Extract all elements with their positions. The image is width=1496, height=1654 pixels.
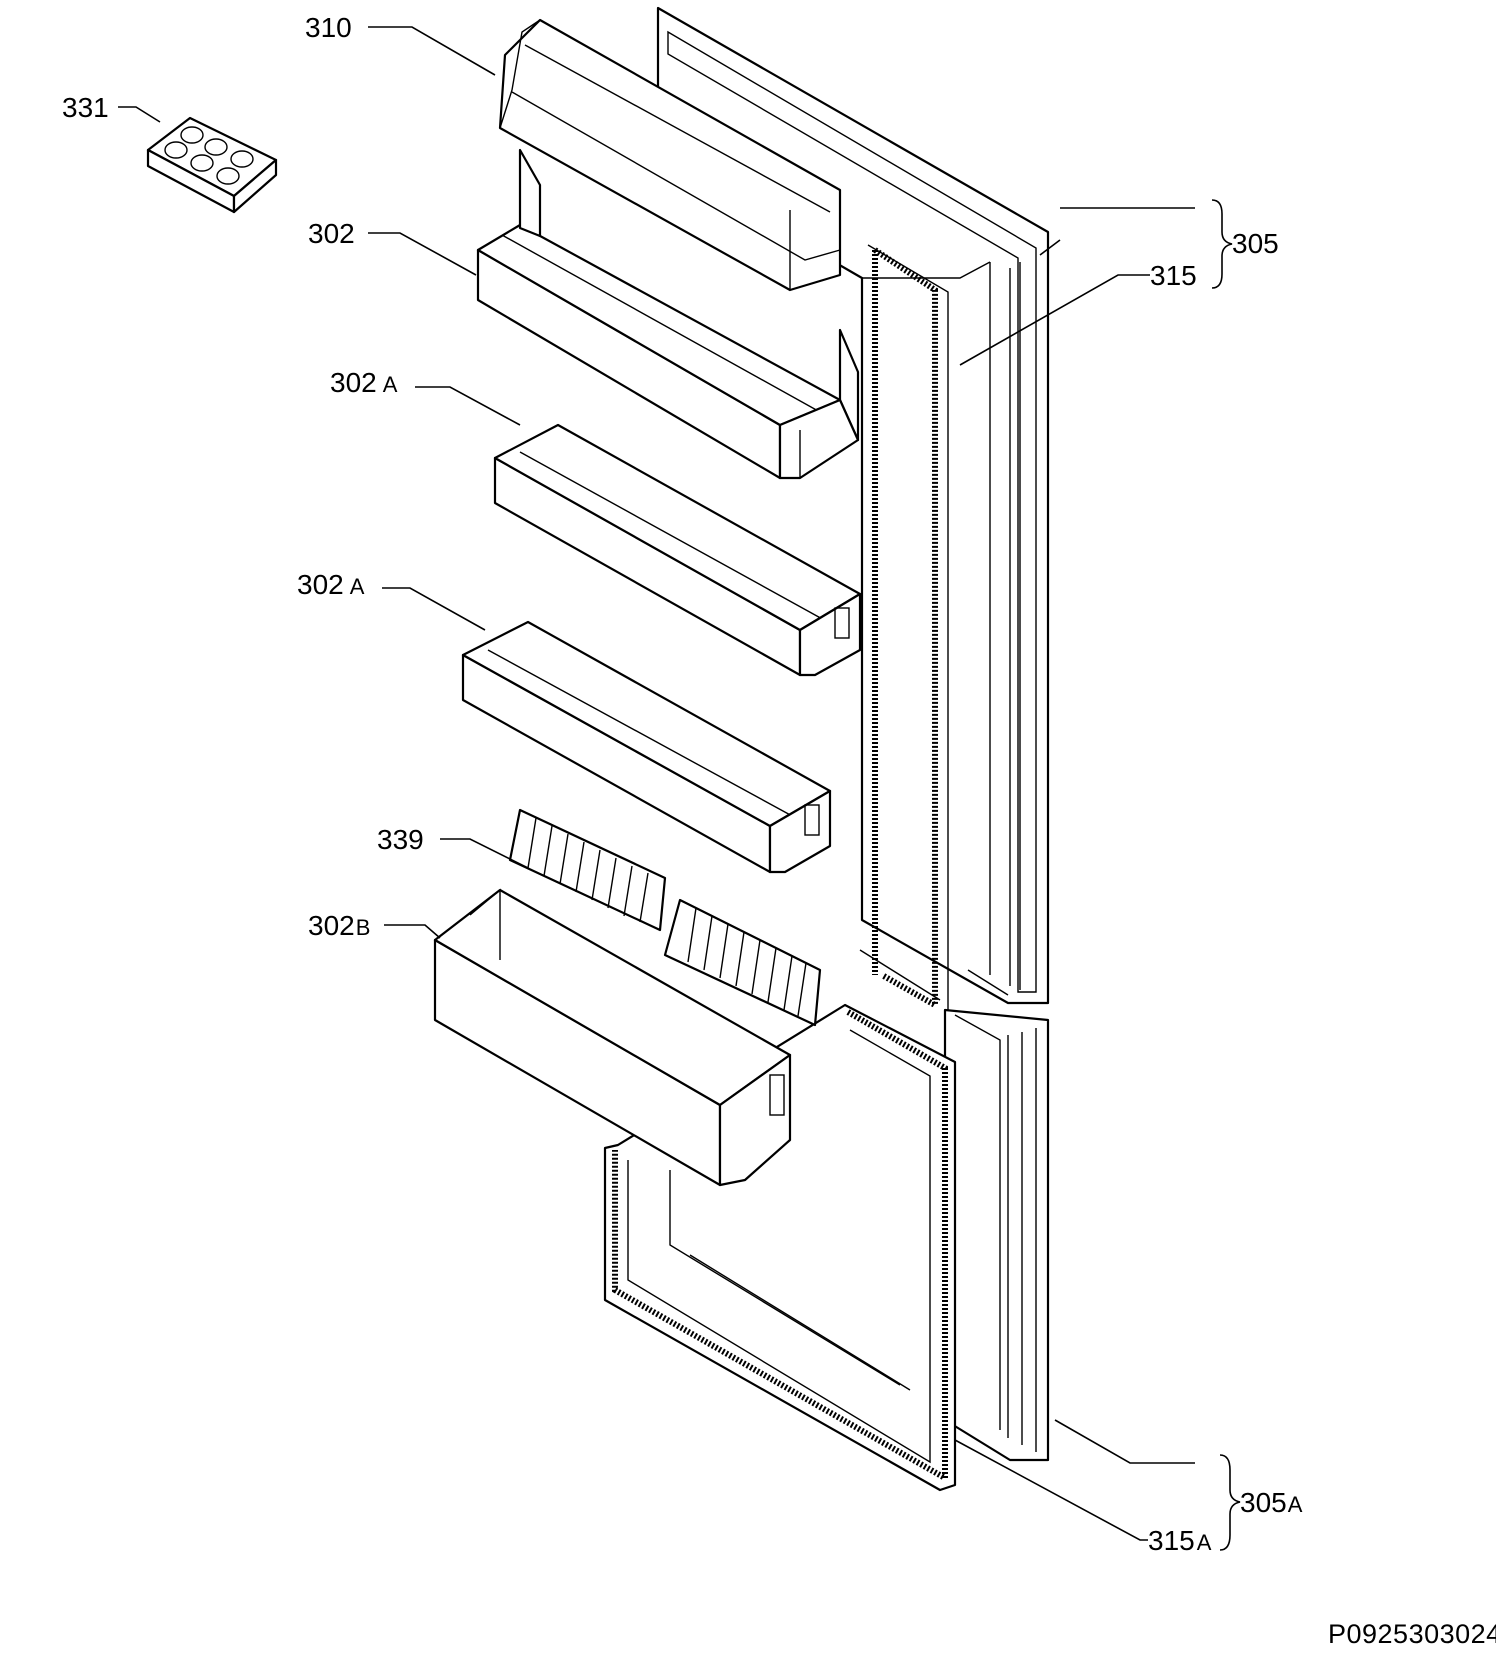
drawing-code: P09253030247: [1328, 1619, 1496, 1649]
label-339: 339: [377, 824, 424, 855]
label-331: 331: [62, 92, 109, 123]
label-305: 305: [1232, 228, 1279, 259]
label-302b: 302B: [308, 910, 370, 941]
upper-door-frame: [656, 6, 1050, 1005]
bottle-retainer-339: [508, 808, 822, 1027]
door-shelf-302a-1: [493, 423, 862, 677]
door-cover-310: [498, 18, 842, 292]
leader-lines: [118, 26, 1195, 1541]
bottle-shelf-302b: [433, 888, 792, 1187]
brace-305: [1211, 199, 1233, 289]
label-310: 310: [305, 12, 352, 43]
upper-door-shelf-302: [476, 148, 860, 480]
upper-door-gasket: [859, 244, 949, 1015]
label-302: 302: [308, 218, 355, 249]
lower-door-frame: [943, 1008, 1050, 1462]
egg-tray-331: [146, 116, 278, 214]
door-shelf-302a-2: [461, 620, 832, 874]
label-305a: 305A: [1240, 1487, 1303, 1518]
brace-305a: [1219, 1454, 1241, 1551]
label-315a: 315A: [1148, 1525, 1212, 1556]
label-315: 315: [1150, 260, 1197, 291]
